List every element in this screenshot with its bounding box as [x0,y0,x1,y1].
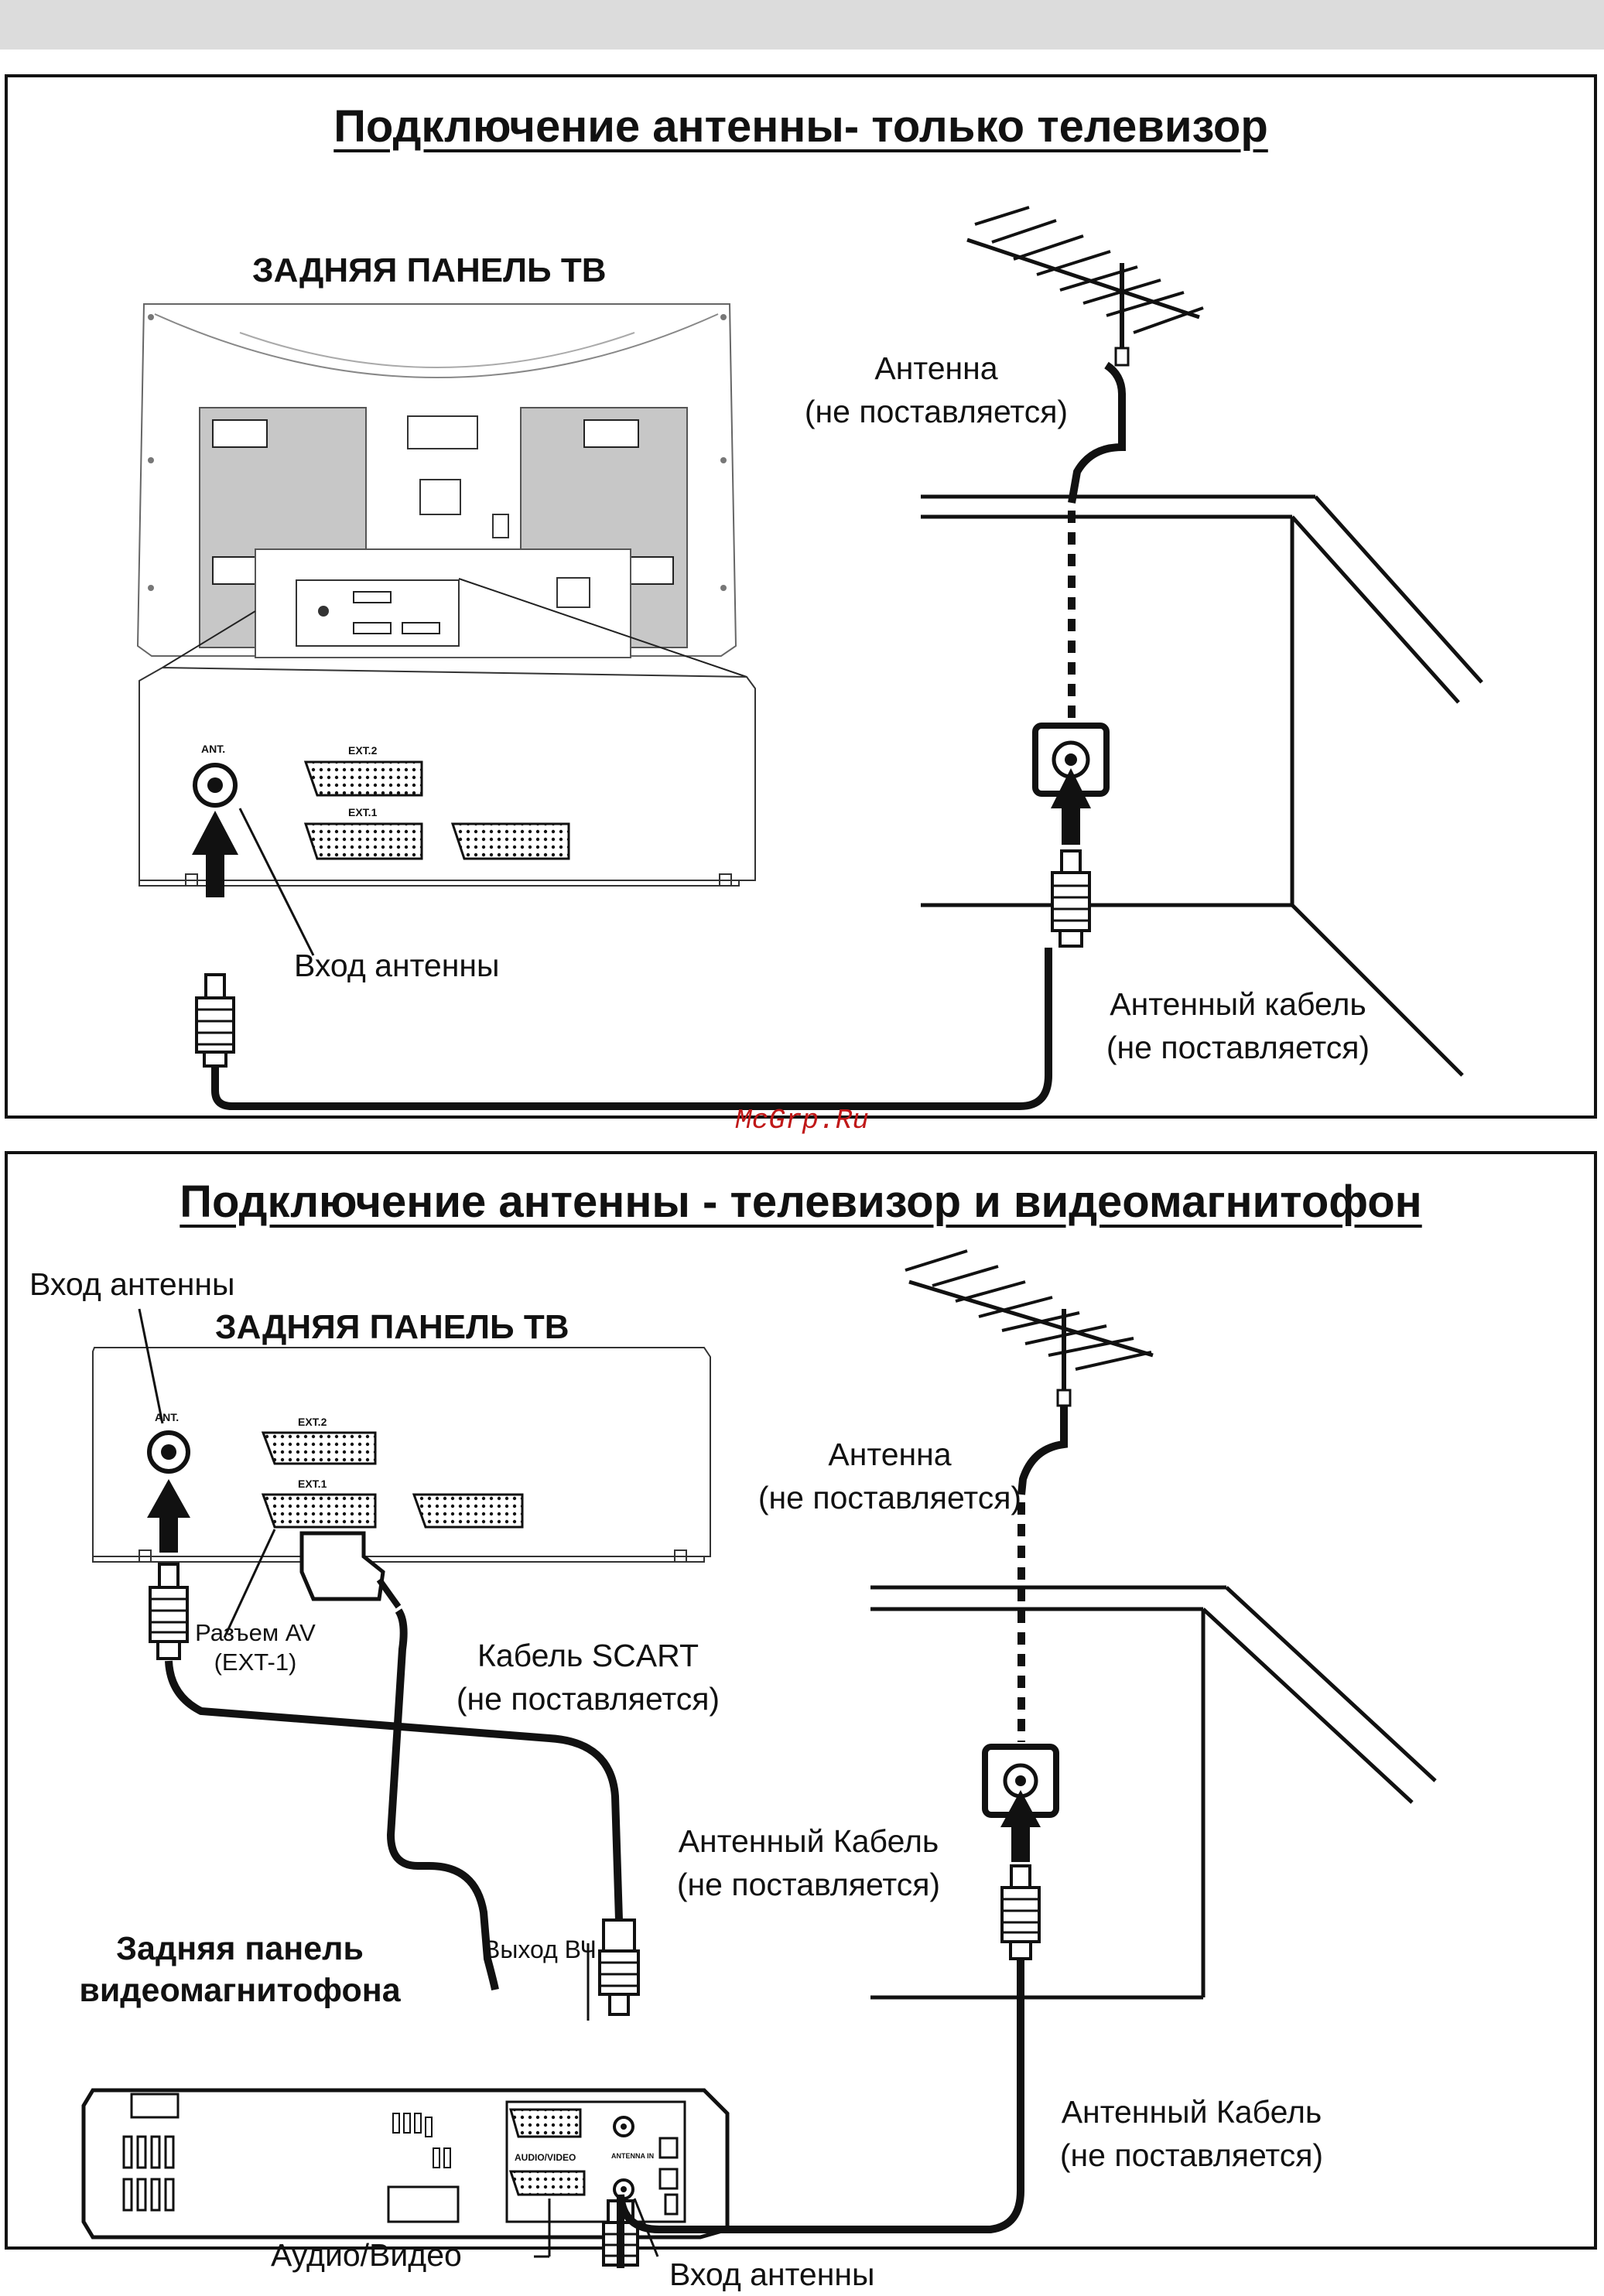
av-connector-label: Разъем AV (EXT-1) [178,1618,333,1677]
port-ant-label: ANT. [155,1411,180,1423]
antenna-label-line1: Антенна [828,1437,952,1472]
vcr-back-label-line1: Задняя панель [116,1930,364,1967]
scart-cable-label-line2: (не поставляется) [456,1681,720,1717]
tv-back-label: ЗАДНЯЯ ПАНЕЛЬ ТВ [252,251,607,289]
tv-only-diagram [136,206,1483,1110]
av-connector-label-line1: Разъем AV [195,1619,316,1646]
antenna-label: Антенна (не поставляется) [762,347,1110,433]
vcr-port-antenna-label: ANTENNA IN [611,2152,655,2160]
panel-tv-only: Подключение антенны- только телевизор [5,74,1597,1119]
cable-label-line2: (не поставляется) [1106,1030,1370,1065]
antenna-cable2-label: Антенный Кабель (не поставляется) [1029,2090,1354,2177]
tv-back-illustration [136,303,747,678]
antenna-cable-label: Антенный Кабель (не поставляется) [646,1819,971,1906]
tv-vcr-diagram [81,1249,1437,2268]
antenna-cable2-label-line2: (не поставляется) [1059,2137,1324,2173]
port-ext1-label: EXT.1 [298,1478,327,1490]
antenna-label: Антенна (не поставляется) [716,1433,1064,1519]
wall-illustration [921,494,1483,1077]
tv-back-label: ЗАДНЯЯ ПАНЕЛЬ ТВ [215,1308,569,1346]
port-ext2-label: EXT.2 [298,1416,327,1428]
tv-connector-panel [139,666,756,887]
vcr-antenna-input-label: Вход антенны [669,2257,875,2292]
tv-antenna-plug [149,1563,640,2021]
tv-antenna-plug [192,808,1052,1110]
antenna-cable-label-line1: Антенный Кабель [678,1823,939,1859]
vcr-back-illustration [81,2088,730,2258]
panel-title: Подключение антенны- только телевизор [333,101,1268,152]
vcr-port-av-label: AUDIO/VIDEO [515,2152,576,2163]
antenna-label-line2: (не поставляется) [804,394,1069,429]
tv-antenna-input-label: Вход антенны [29,1266,235,1302]
top-bar [0,0,1604,50]
port-ext2-label: EXT.2 [348,744,378,757]
antenna-cable2-label-line1: Антенный Кабель [1061,2094,1322,2130]
av-connector-label-line2: (EXT-1) [214,1649,297,1676]
antenna-label-line2: (не поставляется) [758,1480,1022,1515]
audio-video-label: Аудио/Видео [271,2237,462,2273]
rf-out-label: Выход ВЧ [484,1936,597,1963]
scart-plug [223,1529,499,1991]
panel-title: Подключение антенны - телевизор и видеом… [180,1177,1422,1227]
wall-illustration [870,1585,1437,2000]
antenna-label-line1: Антенна [874,350,998,386]
tv-connector-panel [92,1308,711,1563]
port-ext1-label: EXT.1 [348,806,378,818]
scart-cable-label-line1: Кабель SCART [477,1638,699,1673]
port-ant-label: ANT. [201,743,226,755]
outdoor-antenna [617,1249,1154,2268]
cable-label: Антенный кабель (не поставляется) [1076,982,1401,1069]
cable-label-line1: Антенный кабель [1110,986,1366,1022]
vcr-back-label: Задняя панель видеомагнитофона [77,1928,402,2011]
panel-tv-and-vcr: Подключение антенны - телевизор и видеом… [5,1151,1597,2292]
watermark: McGrp.Ru [735,1105,869,1136]
antenna-input-label: Вход антенны [294,948,500,983]
outdoor-antenna [966,206,1204,948]
antenna-cable-label-line2: (не поставляется) [676,1867,941,1902]
vcr-back-label-line2: видеомагнитофона [79,1972,401,2009]
scart-cable-label: Кабель SCART (не поставляется) [426,1634,751,1720]
